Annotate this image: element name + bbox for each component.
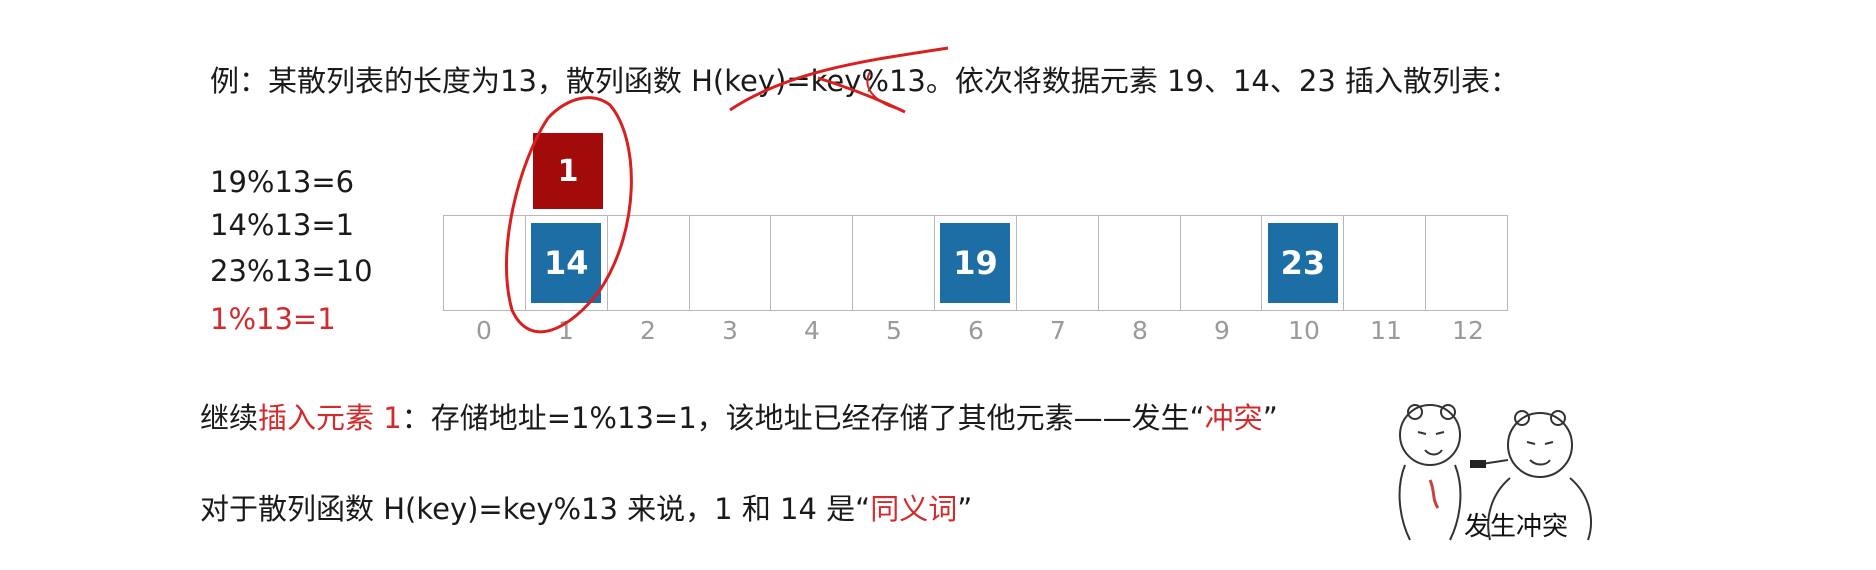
index-11: 11 <box>1370 316 1402 345</box>
conflict-highlight: 冲突 <box>1204 401 1263 435</box>
index-12: 12 <box>1452 316 1484 345</box>
synonym-part1: 对于散列函数 H(key)=key%13 来说，1 和 14 是“ <box>200 492 871 526</box>
table-cell-2 <box>608 216 690 310</box>
table-cell-12 <box>1426 216 1507 310</box>
two-bears-meme-icon <box>1398 404 1592 541</box>
intro-formula: H(key)=key%13 <box>691 64 926 98</box>
table-cell-6: 19 <box>935 216 1017 310</box>
continue-part3: ：存储地址=1%13=1，该地址已经存储了其他元素——发生“ <box>401 401 1205 435</box>
continue-part5: ” <box>1262 401 1278 435</box>
table-cell-8 <box>1099 216 1181 310</box>
table-cell-3 <box>690 216 772 310</box>
table-cell-11 <box>1344 216 1427 310</box>
table-element-19: 19 <box>940 223 1011 303</box>
index-8: 8 <box>1132 316 1148 345</box>
meme-image: 发生冲突 <box>1390 390 1640 550</box>
intro-prefix: 例：某散列表的长度为13，散列函数 <box>210 64 692 98</box>
index-4: 4 <box>804 316 820 345</box>
meme-caption: 发生冲突 <box>1464 512 1569 542</box>
index-3: 3 <box>722 316 738 345</box>
continue-line: 继续插入元素 1：存储地址=1%13=1，该地址已经存储了其他元素——发生“冲突… <box>200 395 1278 437</box>
index-10: 10 <box>1288 316 1320 345</box>
table-cell-1: 14 <box>526 216 608 310</box>
synonym-line: 对于散列函数 H(key)=key%13 来说，1 和 14 是“同义词” <box>200 486 972 528</box>
index-2: 2 <box>640 316 656 345</box>
index-9: 9 <box>1214 316 1230 345</box>
continue-part1: 继续 <box>200 401 259 435</box>
table-element-14: 14 <box>531 223 602 303</box>
table-cell-4 <box>771 216 854 310</box>
table-cell-0 <box>444 216 526 310</box>
calc-19: 19%13=6 <box>210 165 355 199</box>
table-cell-7 <box>1017 216 1099 310</box>
table-element-23: 23 <box>1267 223 1338 303</box>
table-cell-10: 23 <box>1262 216 1345 310</box>
calc-23: 23%13=10 <box>210 254 373 288</box>
calc-14: 14%13=1 <box>210 208 355 242</box>
synonym-part3: ” <box>957 492 973 526</box>
hash-table: 14 19 23 <box>443 215 1508 311</box>
index-7: 7 <box>1050 316 1066 345</box>
synonym-highlight: 同义词 <box>870 492 958 526</box>
continue-insert-highlight: 插入元素 1 <box>258 401 402 435</box>
index-5: 5 <box>886 316 902 345</box>
calc-1: 1%13=1 <box>210 302 336 336</box>
index-0: 0 <box>476 316 492 345</box>
intro-line: 例：某散列表的长度为13，散列函数 H(key)=key%13。依次将数据元素 … <box>210 58 1519 100</box>
new-element-box: 1 <box>533 133 603 209</box>
table-cell-9 <box>1181 216 1263 310</box>
intro-suffix: 。依次将数据元素 19、14、23 插入散列表： <box>925 64 1519 98</box>
index-1: 1 <box>558 316 574 345</box>
index-6: 6 <box>968 316 984 345</box>
table-cell-5 <box>853 216 936 310</box>
